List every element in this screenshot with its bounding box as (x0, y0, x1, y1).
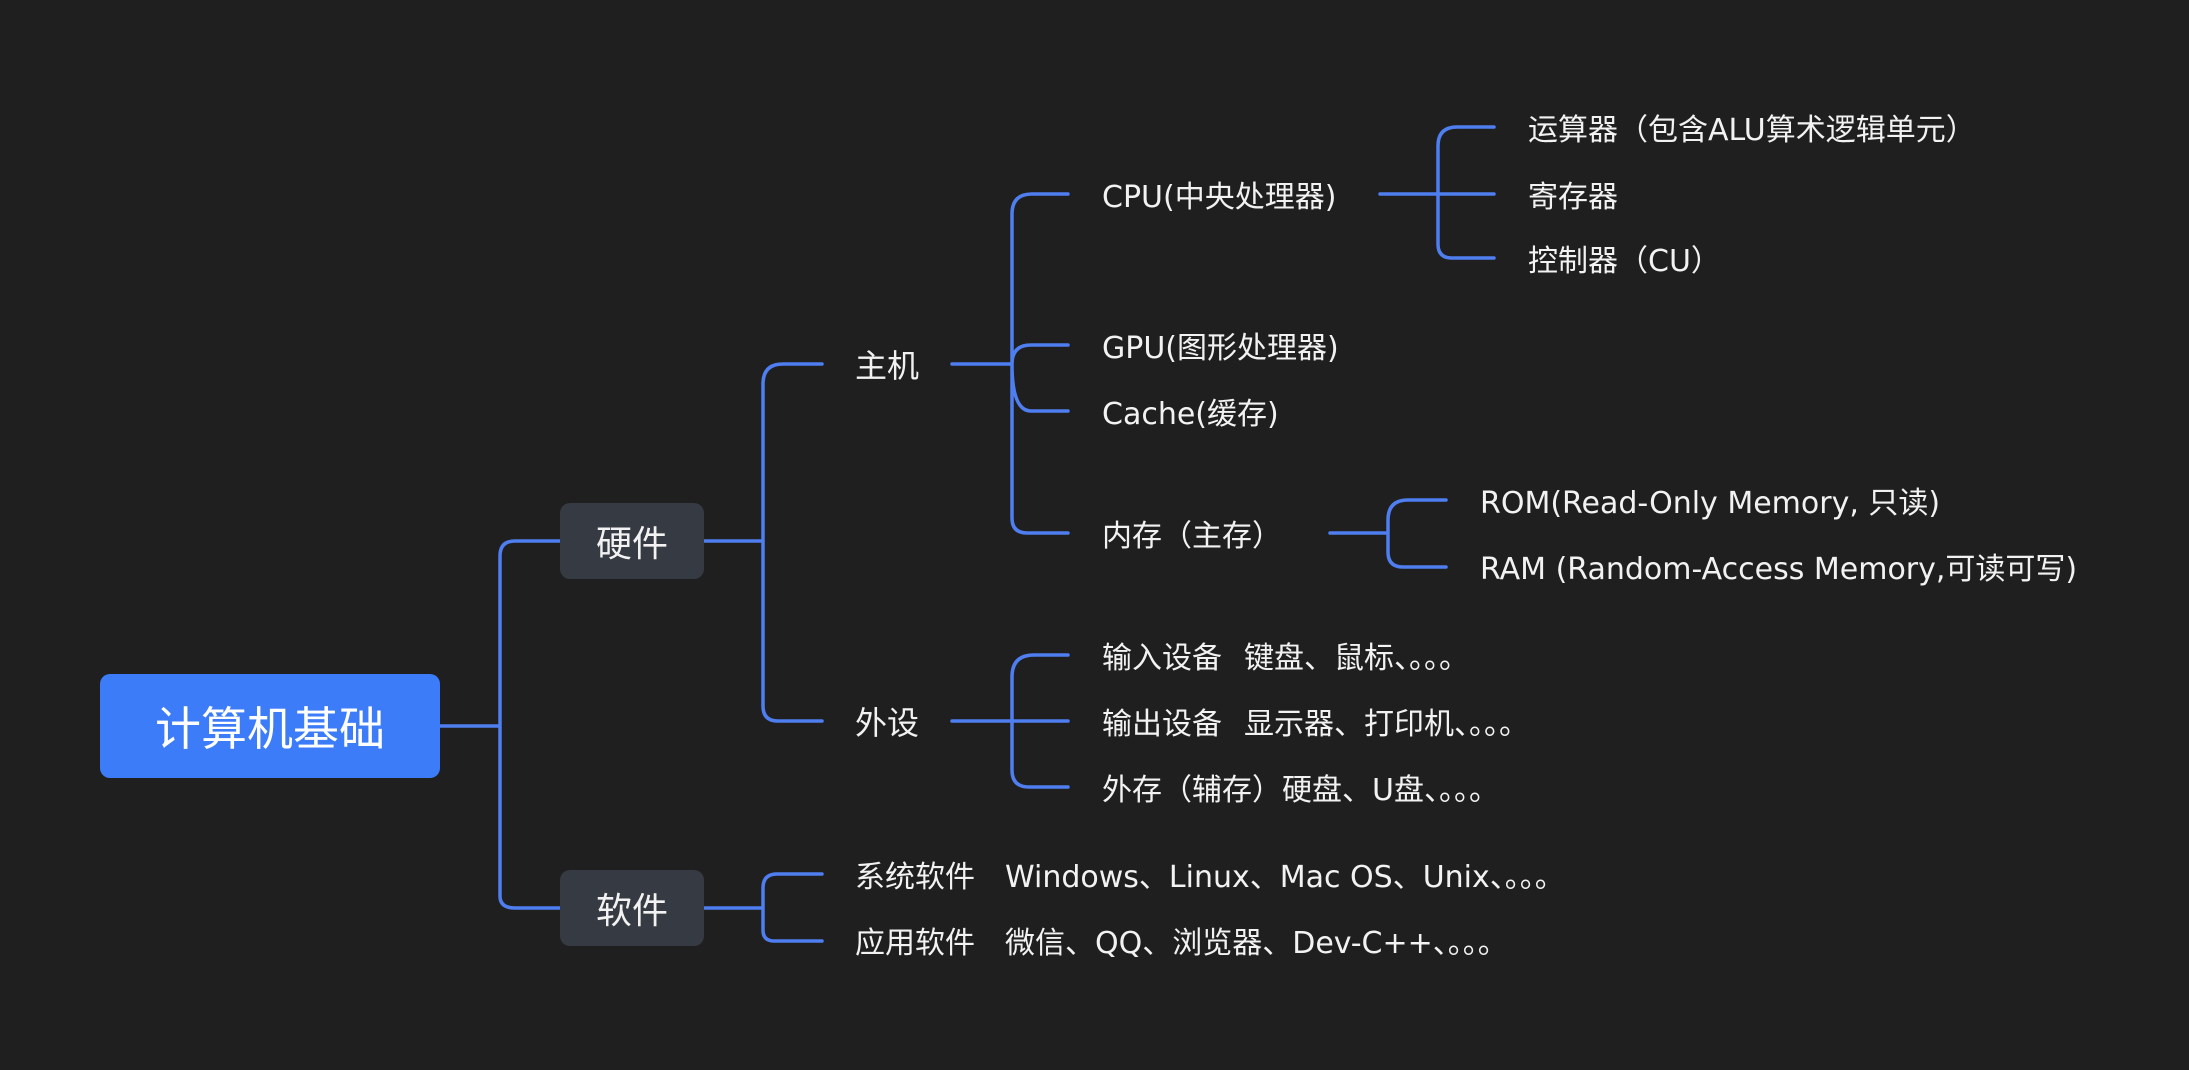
cache-label: Cache(缓存) (1102, 397, 1279, 432)
software-node[interactable]: 软件 (560, 870, 704, 946)
cache-node[interactable]: Cache(缓存) (1102, 388, 1279, 434)
memory-node[interactable]: 内存（主存） (1102, 510, 1282, 556)
cpu-label: CPU(中央处理器) (1102, 180, 1337, 215)
software-application[interactable]: 应用软件 微信、QQ、浏览器、Dev-C++、。。。 (855, 917, 1508, 963)
root-label: 计算机基础 (155, 702, 385, 756)
root-node[interactable]: 计算机基础 (100, 674, 440, 778)
ram-label: RAM (Random-Access Memory,可读可写) (1480, 552, 2078, 587)
host-node[interactable]: 主机 (855, 339, 919, 389)
peripherals-node[interactable]: 外设 (855, 696, 919, 746)
connector-root (438, 539, 562, 910)
connector-host (950, 192, 1070, 535)
peripherals-label: 外设 (855, 704, 920, 742)
gpu-label: GPU(图形处理器) (1102, 331, 1339, 366)
cpu-child-control-unit[interactable]: 控制器（CU） (1528, 235, 1721, 281)
input-device-detail: 键盘、鼠标、。。。 (1244, 641, 1469, 676)
peripheral-external-storage[interactable]: 外存（辅存） 硬盘、U盘、。。。 (1102, 764, 1499, 810)
connector-peripherals (950, 653, 1070, 789)
application-software-label: 应用软件 (855, 926, 975, 961)
peripheral-input[interactable]: 输入设备 键盘、鼠标、。。。 (1102, 632, 1469, 678)
connector-hardware (702, 362, 824, 723)
memory-label: 内存（主存） (1102, 519, 1282, 554)
connector-cpu (1378, 125, 1496, 260)
external-storage-detail: 硬盘、U盘、。。。 (1282, 773, 1499, 808)
external-storage-label: 外存（辅存） (1102, 773, 1282, 808)
software-label: 软件 (595, 891, 668, 932)
rom-label: ROM(Read-Only Memory, 只读) (1480, 486, 1941, 521)
input-device-label: 输入设备 (1102, 641, 1222, 676)
cpu-child-alu[interactable]: 运算器（包含ALU算术逻辑单元） (1528, 104, 1976, 150)
cpu-node[interactable]: CPU(中央处理器) (1102, 171, 1336, 217)
alu-label: 运算器（包含ALU算术逻辑单元） (1528, 113, 1976, 148)
memory-child-rom[interactable]: ROM(Read-Only Memory, 只读) (1480, 477, 1940, 523)
system-software-detail: Windows、Linux、Mac OS、Unix、。。。 (1005, 860, 1565, 895)
application-software-detail: 微信、QQ、浏览器、Dev-C++、。。。 (1005, 926, 1508, 961)
gpu-node[interactable]: GPU(图形处理器) (1102, 322, 1339, 368)
connector-software (702, 872, 824, 943)
hardware-label: 硬件 (595, 524, 668, 565)
host-label: 主机 (855, 347, 920, 385)
cpu-child-register[interactable]: 寄存器 (1528, 171, 1618, 217)
system-software-label: 系统软件 (855, 860, 975, 895)
connector-memory (1328, 498, 1448, 569)
peripheral-output[interactable]: 输出设备 显示器、打印机、。。。 (1102, 698, 1529, 744)
register-label: 寄存器 (1528, 180, 1618, 215)
output-device-detail: 显示器、打印机、。。。 (1244, 707, 1529, 742)
control-unit-label: 控制器（CU） (1528, 244, 1721, 279)
output-device-label: 输出设备 (1102, 707, 1222, 742)
software-system[interactable]: 系统软件 Windows、Linux、Mac OS、Unix、。。。 (855, 851, 1565, 897)
hardware-node[interactable]: 硬件 (560, 503, 704, 579)
memory-child-ram[interactable]: RAM (Random-Access Memory,可读可写) (1480, 543, 2077, 589)
